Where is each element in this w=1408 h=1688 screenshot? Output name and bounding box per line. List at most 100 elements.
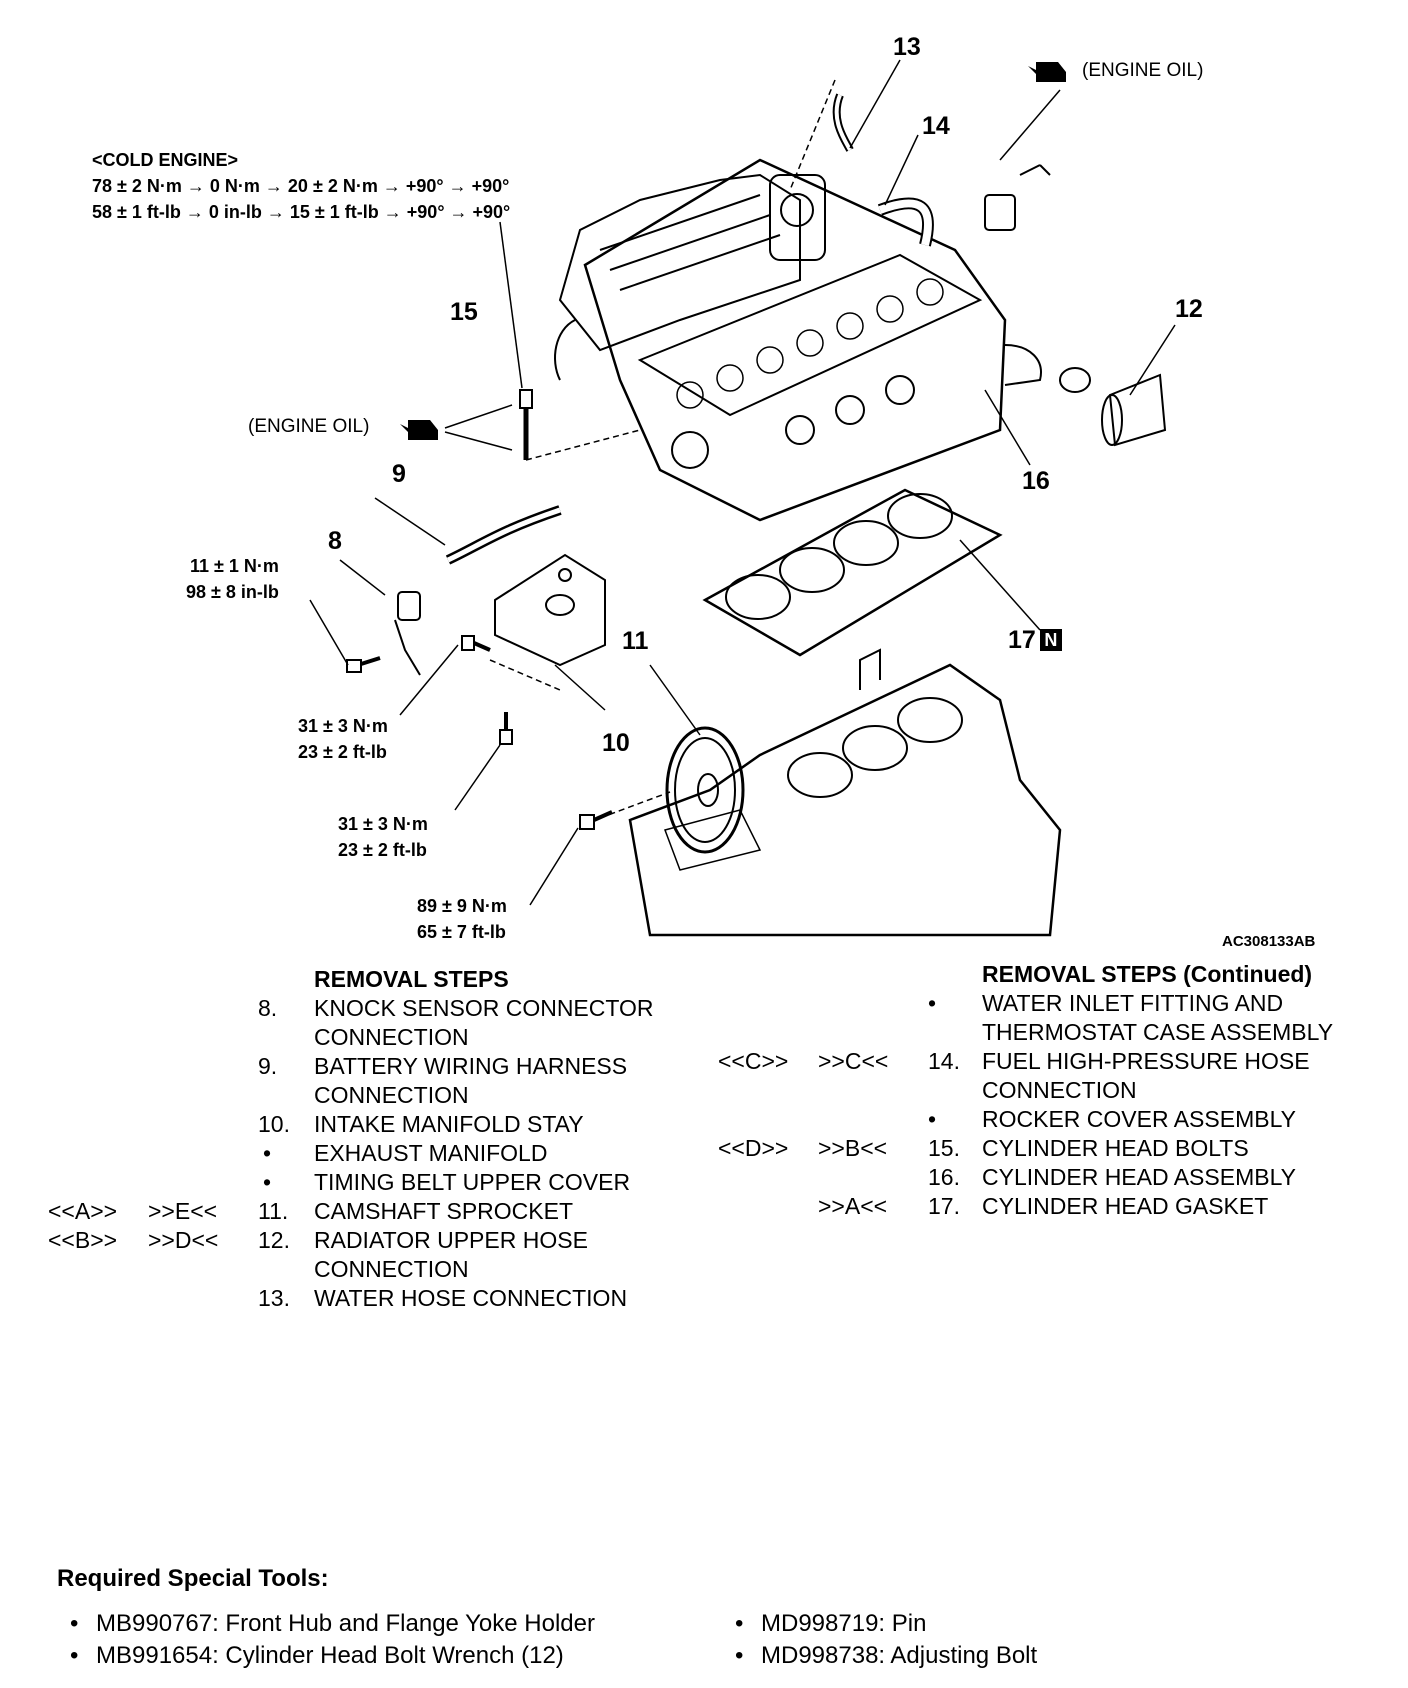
step-text: CYLINDER HEAD GASKET xyxy=(982,1193,1269,1219)
torque-value: 23 ± 2 ft-lb xyxy=(338,840,427,860)
step-text: CYLINDER HEAD ASSEMBLY xyxy=(982,1164,1297,1190)
step-b: >>E<< xyxy=(148,1198,218,1224)
new-part-badge: N xyxy=(1039,629,1062,651)
step-text: FUEL HIGH-PRESSURE HOSE xyxy=(982,1048,1310,1074)
step-num: 14. xyxy=(928,1048,960,1074)
special-tools-title: Required Special Tools: xyxy=(57,1565,329,1592)
step-num: 11. xyxy=(258,1198,289,1224)
removal-step-row: •EXHAUST MANIFOLD xyxy=(48,1139,547,1168)
step-num: 13. xyxy=(258,1285,290,1311)
torque-stay-bolt-2: 31 ± 3 N·m 23 ± 2 ft-lb xyxy=(338,811,428,863)
callout-16: 16 xyxy=(1022,467,1050,495)
step-text: BATTERY WIRING HARNESS xyxy=(314,1053,628,1079)
step-text: KNOCK SENSOR CONNECTOR xyxy=(314,995,654,1021)
step-text: INTAKE MANIFOLD STAY xyxy=(314,1111,584,1137)
cold-engine-metric: 78 ± 2 N·m → 0 N·m → 20 ± 2 N·m → +90° →… xyxy=(92,176,510,196)
intake-manifold-stay xyxy=(494,553,606,667)
camshaft-sprocket xyxy=(664,726,762,871)
cold-engine-torque-spec: <COLD ENGINE> 78 ± 2 N·m → 0 N·m → 20 ± … xyxy=(92,147,510,225)
torque-sprocket-bolt: 89 ± 9 N·m 65 ± 7 ft-lb xyxy=(417,893,507,945)
step-a: <<A>> xyxy=(48,1198,118,1224)
torque-value: 31 ± 3 N·m xyxy=(338,814,428,834)
step-b: >>A<< xyxy=(818,1193,888,1219)
step-num: • xyxy=(928,1106,937,1132)
callout-14: 14 xyxy=(922,112,950,140)
torque-value: 65 ± 7 ft-lb xyxy=(417,922,506,942)
torque-knock-sensor: 11 ± 1 N·m 98 ± 8 in-lb xyxy=(186,553,279,605)
removal-step-row: • ROCKER COVER ASSEMBLY xyxy=(718,1105,1312,1134)
removal-step-row: 8. KNOCK SENSOR CONNECTOR CONNECTION xyxy=(48,994,654,1052)
cold-engine-title: <COLD ENGINE> xyxy=(92,150,239,170)
step-text2: CONNECTION xyxy=(314,1024,469,1050)
removal-steps-continued-title: REMOVAL STEPS (Continued) xyxy=(982,961,1313,987)
step-text2: CONNECTION xyxy=(314,1082,469,1108)
callout-11: 11 xyxy=(622,627,649,655)
step-text2: CONNECTION xyxy=(982,1077,1137,1103)
step-b: >>C<< xyxy=(818,1048,889,1074)
callout-15: 15 xyxy=(450,298,478,326)
cylinder-block xyxy=(628,648,1062,937)
step-num: 12. xyxy=(258,1227,290,1253)
image-code: AC308133AB xyxy=(1222,933,1316,950)
step-a: <<B>> xyxy=(48,1227,118,1253)
callout-13: 13 xyxy=(893,33,921,61)
step-num: 15. xyxy=(928,1135,960,1161)
torque-value: 23 ± 2 ft-lb xyxy=(298,742,387,762)
step-num: • xyxy=(263,1169,272,1195)
step-num: 8. xyxy=(258,995,278,1021)
step-text: WATER HOSE CONNECTION xyxy=(314,1285,628,1311)
oil-can-icons xyxy=(400,62,1066,440)
torque-value: 98 ± 8 in-lb xyxy=(186,582,279,602)
step-b: >>D<< xyxy=(148,1227,219,1253)
knock-sensor xyxy=(394,591,421,676)
leader-lines xyxy=(309,59,1176,906)
radiator-upper-hose xyxy=(1101,373,1167,447)
special-tools-list-2: MD998719: Pin MD998738: Adjusting Bolt xyxy=(735,1608,1037,1672)
removal-step-row: 10. INTAKE MANIFOLD STAY xyxy=(48,1110,584,1139)
step-num: 10. xyxy=(258,1111,290,1137)
special-tool-item: MD998719: Pin xyxy=(735,1608,1037,1640)
callout-8: 8 xyxy=(328,527,342,555)
torque-value: 11 ± 1 N·m xyxy=(189,556,279,576)
callout-9: 9 xyxy=(392,460,406,488)
special-tools-section: Required Special Tools: xyxy=(57,1565,329,1593)
removal-step-row: <<D>> >>B<< 15. CYLINDER HEAD BOLTS xyxy=(718,1134,1312,1163)
removal-step-row: 13. WATER HOSE CONNECTION xyxy=(48,1284,627,1313)
step-a: <<D>> xyxy=(718,1135,789,1161)
removal-step-row: <<A>> >>E<< 11. CAMSHAFT SPROCKET xyxy=(48,1197,573,1226)
step-text2: CONNECTION xyxy=(314,1256,469,1282)
special-tool-item: MB990767: Front Hub and Flange Yoke Hold… xyxy=(70,1608,595,1640)
exploded-engine-diagram xyxy=(309,59,1176,937)
callout-17-number: 17 xyxy=(1008,626,1036,654)
step-text: ROCKER COVER ASSEMBLY xyxy=(982,1106,1296,1132)
bolts xyxy=(346,389,613,830)
step-text: CAMSHAFT SPROCKET xyxy=(314,1198,573,1224)
special-tool-item: MD998738: Adjusting Bolt xyxy=(735,1640,1037,1672)
step-num: • xyxy=(928,990,937,1016)
step-num: 17. xyxy=(928,1193,960,1219)
step-text: CYLINDER HEAD BOLTS xyxy=(982,1135,1249,1161)
removal-steps-continued: REMOVAL STEPS (Continued) • WATER INLET F… xyxy=(718,960,1333,1221)
removal-step-row: >>A<< 17. CYLINDER HEAD GASKET xyxy=(718,1192,1312,1221)
step-text: WATER INLET FITTING AND xyxy=(982,990,1284,1016)
step-b: >>B<< xyxy=(818,1135,888,1161)
removal-step-row: 16.CYLINDER HEAD ASSEMBLY xyxy=(718,1163,1312,1192)
torque-value: 89 ± 9 N·m xyxy=(417,896,507,916)
callout-10: 10 xyxy=(602,729,630,757)
torque-value: 31 ± 3 N·m xyxy=(298,716,388,736)
removal-step-row: <<B>> >>D<< 12. RADIATOR UPPER HOSE CONNECTI… xyxy=(48,1226,588,1284)
cylinder-head-assembly xyxy=(554,158,1091,522)
engine-oil-label-left: (ENGINE OIL) xyxy=(248,416,370,437)
step-text: RADIATOR UPPER HOSE xyxy=(314,1227,588,1253)
special-tool-item: MB991654: Cylinder Head Bolt Wrench (12) xyxy=(70,1640,595,1672)
cylinder-head-gasket xyxy=(702,488,1003,657)
step-text2: THERMOSTAT CASE ASSEMBLY xyxy=(982,1019,1334,1045)
torque-stay-bolt-1: 31 ± 3 N·m 23 ± 2 ft-lb xyxy=(298,713,388,765)
callout-12: 12 xyxy=(1175,295,1203,323)
removal-step-row: <<C>> >>C<< 14. FUEL HIGH-PRESSURE HOSE CONN… xyxy=(718,1047,1312,1105)
engine-oil-label-top: (ENGINE OIL) xyxy=(1082,60,1204,81)
step-a: <<C>> xyxy=(718,1048,789,1074)
